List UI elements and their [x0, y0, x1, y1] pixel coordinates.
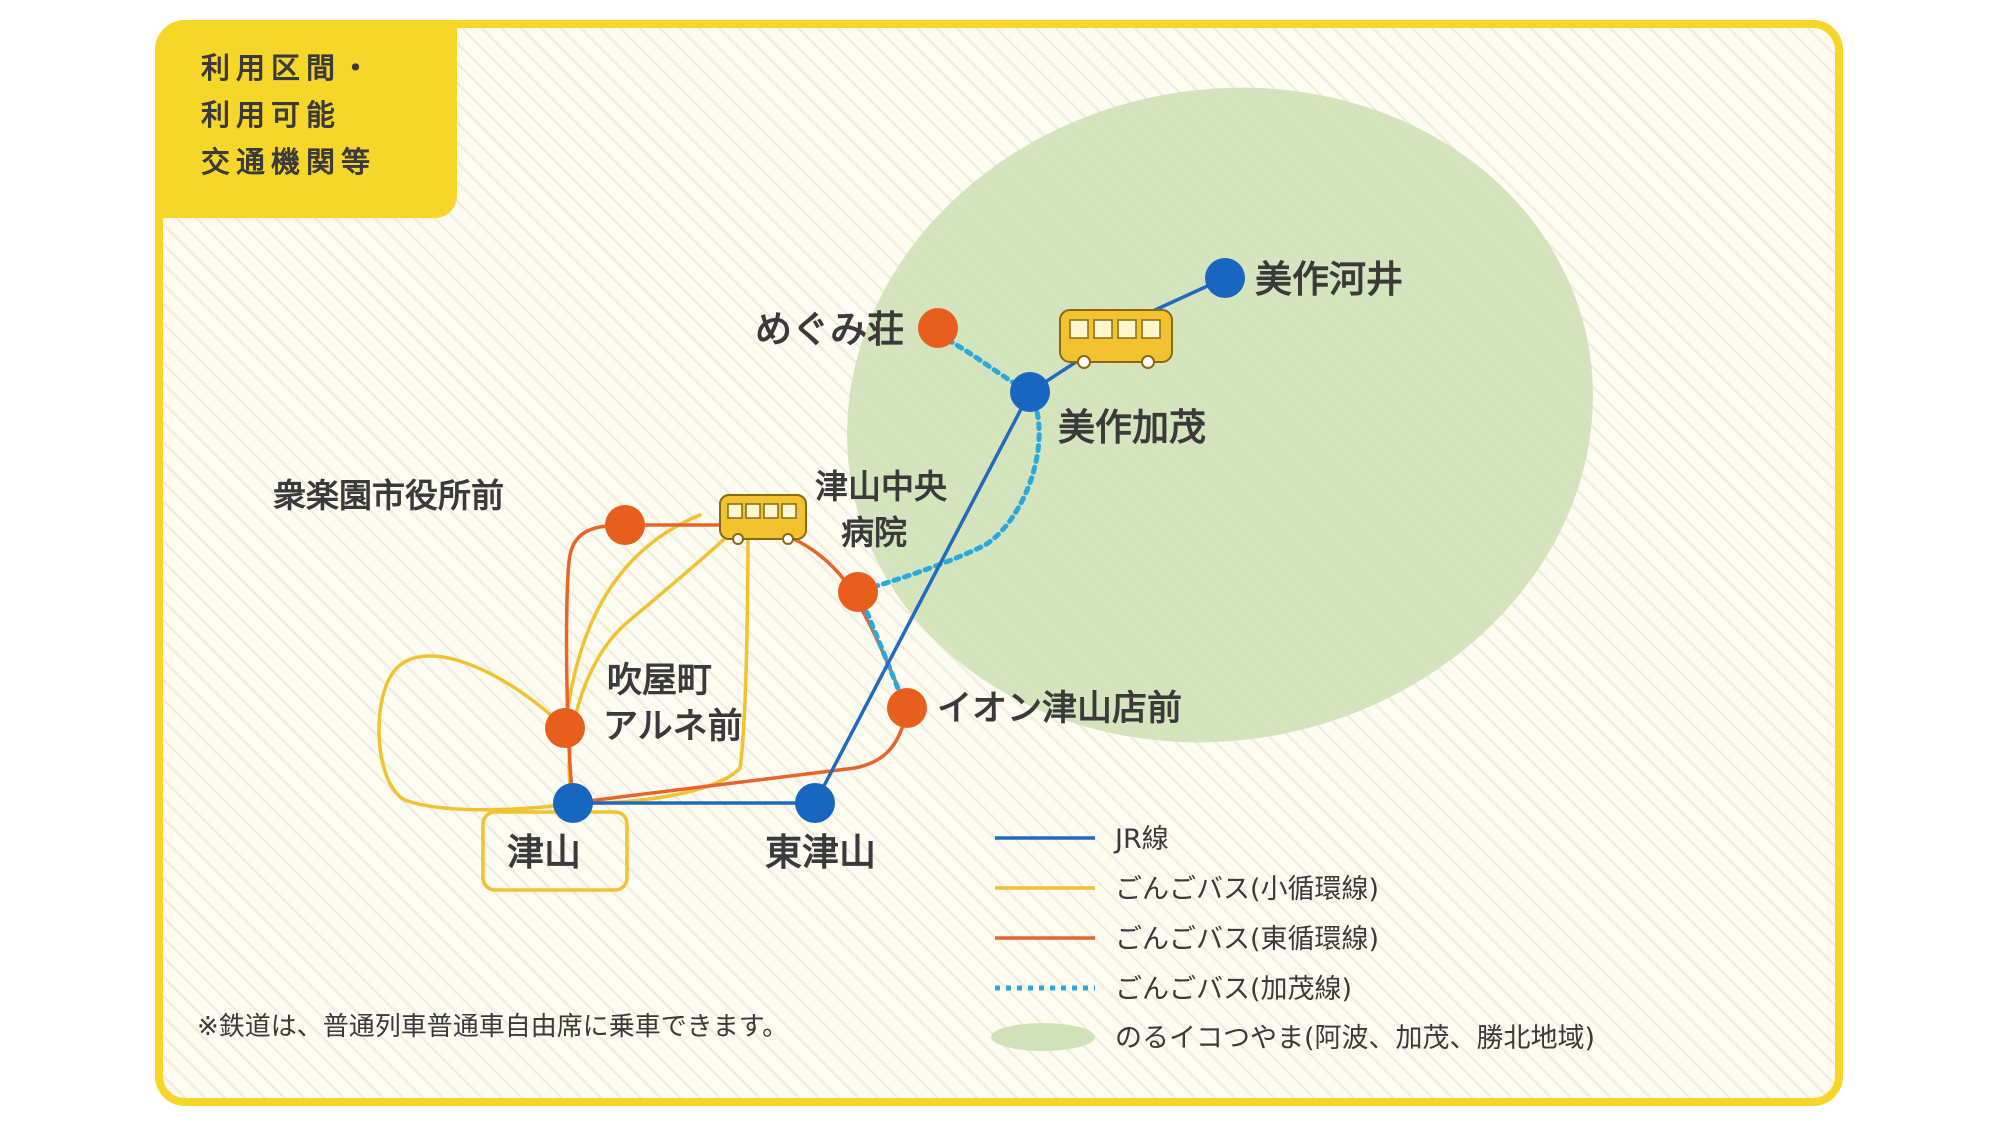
label-higashi-tsuyama: 東津山: [765, 831, 876, 874]
legend-label-kamo: ごんごバス(加茂線): [1115, 974, 1352, 1005]
station-marker-higashi-tsuyama: [795, 783, 835, 823]
label-mimasaka-kamo: 美作加茂: [1058, 406, 1206, 449]
legend-label-small-loop: ごんごバス(小循環線): [1115, 874, 1379, 905]
header-line-3: 交通機関等: [201, 145, 376, 179]
stop-marker-fukiyacho: [545, 708, 585, 748]
legend: JR線 ごんごバス(小循環線) ごんごバス(東循環線) ごんごバス(加茂線) の…: [991, 824, 1595, 1054]
bus-icon: [719, 494, 807, 545]
label-shurakuen: 衆楽園市役所前: [273, 476, 504, 515]
legend-label-area: のるイコつやま(阿波、加茂、勝北地域): [1115, 1023, 1595, 1054]
stop-marker-shurakuen: [605, 505, 645, 545]
header-tab: [159, 24, 457, 218]
stop-marker-aeon: [887, 688, 927, 728]
station-marker-tsuyama: [553, 783, 593, 823]
noru-iko-area: [847, 87, 1593, 743]
header-line-1: 利用区間・: [201, 51, 376, 85]
label-tsuyama-chuo-line1: 津山中央: [815, 467, 948, 506]
legend-label-jr: JR線: [1113, 824, 1169, 855]
legend-swatch-area: [991, 1023, 1095, 1051]
label-tsuyama: 津山: [507, 831, 581, 874]
station-marker-mimasaka-kawai: [1205, 258, 1245, 298]
label-fukiyacho-line2: アルネ前: [603, 707, 743, 747]
header-line-2: 利用可能: [201, 98, 341, 132]
legend-label-east-loop: ごんごバス(東循環線): [1115, 924, 1379, 955]
label-fukiyacho-line1: 吹屋町: [607, 661, 712, 701]
footnote: ※鉄道は、普通列車普通車自由席に乗車できます。: [197, 1012, 788, 1042]
label-aeon: イオン津山店前: [937, 689, 1182, 729]
label-megumiso: めぐみ荘: [755, 308, 904, 351]
route-map: 利用区間・ 利用可能 交通機関等: [155, 20, 1845, 1108]
stop-marker-megumiso: [918, 308, 958, 348]
label-mimasaka-kawai: 美作河井: [1255, 258, 1403, 301]
label-tsuyama-chuo-line2: 病院: [841, 513, 907, 552]
station-marker-mimasaka-kamo: [1010, 372, 1050, 412]
bus-icon: [1059, 309, 1173, 369]
stop-marker-tsuyama-chuo: [838, 572, 878, 612]
